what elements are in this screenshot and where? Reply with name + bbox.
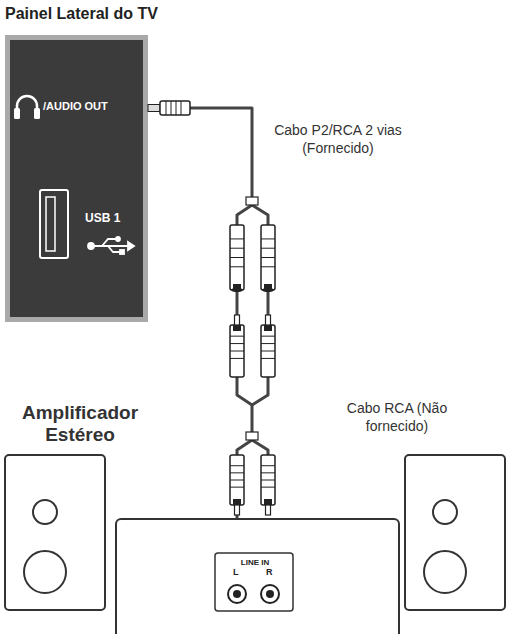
audio-cable (148, 108, 252, 518)
rca-plug (230, 455, 244, 515)
headphone-icon (14, 96, 40, 119)
speaker (405, 455, 505, 610)
speaker (5, 455, 105, 610)
port-label: USB 1 (85, 212, 120, 226)
cable-label: Cabo P2/RCA 2 vias (Fornecido) (268, 122, 408, 157)
channel-label: L (233, 567, 239, 577)
cable-wire (252, 205, 268, 405)
line-in-panel (215, 553, 293, 611)
usb-port (40, 190, 68, 258)
amplifier-heading: Amplificador Estéreo (10, 402, 150, 446)
panel-heading: Painel Lateral do TV (5, 5, 158, 23)
rca-plug (261, 315, 275, 377)
usb-symbol (88, 237, 134, 254)
tv-panel: Painel Lateral do TV/AUDIO OUTUSB 1 (5, 35, 148, 322)
amplifier-box: Amplificador EstéreoLINE INLR (115, 518, 400, 634)
cable-splitter (246, 432, 258, 440)
cable-label: Cabo RCA (Não fornecido) (338, 400, 456, 435)
rca-plug (230, 315, 244, 377)
rca-plug (261, 455, 275, 515)
cable-splitter (246, 197, 258, 205)
cable-wire (252, 440, 268, 515)
channel-label: R (266, 567, 273, 577)
input-label: LINE IN (220, 558, 290, 567)
port-label: /AUDIO OUT (43, 100, 108, 113)
p2-plug (148, 101, 190, 115)
rca-jack-plug (261, 225, 275, 292)
rca-jack-plug (230, 225, 244, 292)
